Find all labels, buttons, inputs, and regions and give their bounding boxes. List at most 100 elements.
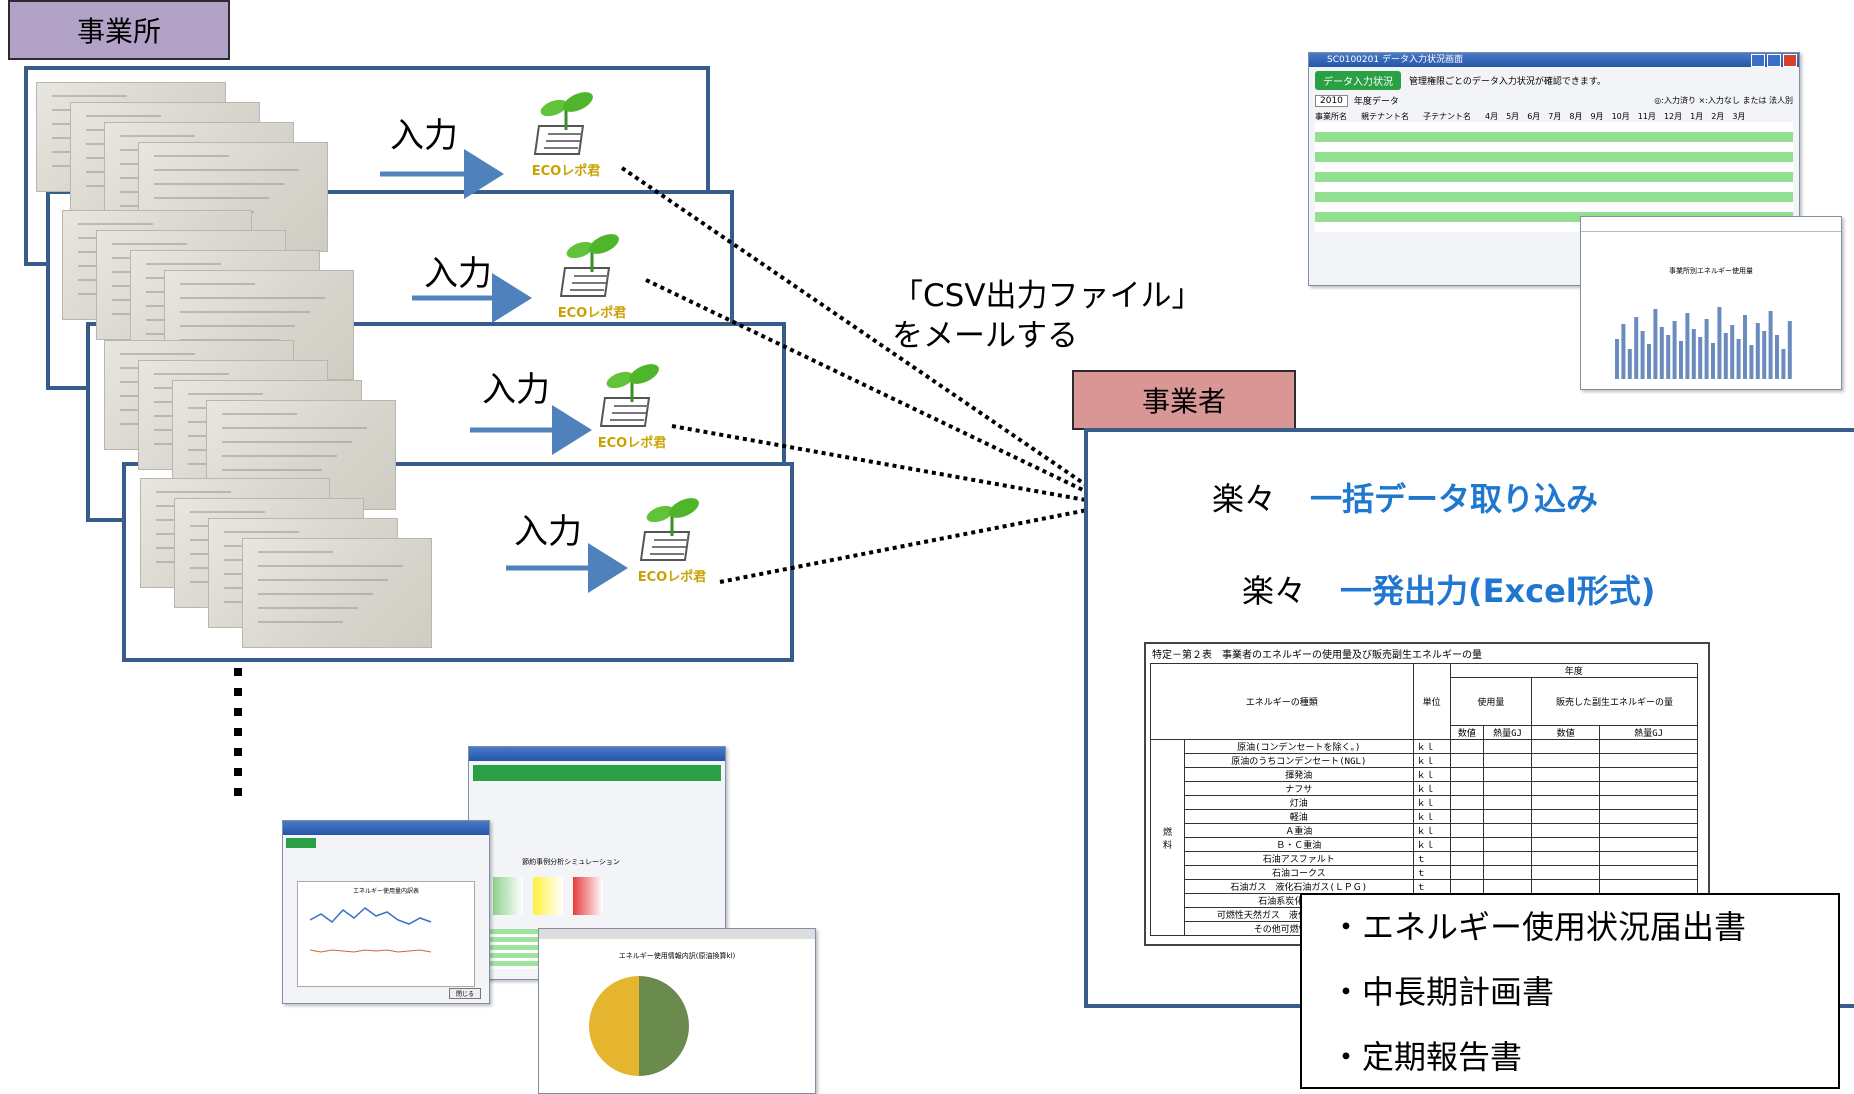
sim-bars (493, 877, 603, 915)
value-cell[interactable] (1449, 837, 1485, 852)
status-column-header: 1月 (1690, 112, 1704, 121)
window-controls (1751, 54, 1797, 67)
input-label: 入力 (390, 116, 458, 156)
status-row (1315, 172, 1793, 182)
status-column-header: 9月 (1590, 112, 1604, 121)
value-cell[interactable] (1599, 753, 1698, 768)
pie-chart-title: エネルギー使用情報内訳(原油換算kl) (618, 952, 736, 960)
value-cell[interactable] (1599, 767, 1698, 782)
value-cell[interactable] (1449, 739, 1485, 754)
value-cell[interactable] (1531, 781, 1601, 796)
bar-mark (1768, 311, 1773, 379)
report-item: ・定期報告書 (1330, 1038, 1523, 1076)
value-cell[interactable] (1483, 739, 1533, 754)
csv-mail-caption: 「CSV出力ファイル」 をメールする (892, 278, 1203, 354)
value-cell[interactable] (1531, 809, 1601, 824)
value-cell[interactable] (1449, 823, 1485, 838)
status-button[interactable]: データ入力状況 (1315, 71, 1401, 90)
status-window-title: SC0100201 データ入力状況画面 (1309, 53, 1799, 67)
value-cell[interactable] (1531, 865, 1601, 880)
line-chart-window-screenshot: エネルギー使用量内訳表 閉じる (282, 820, 490, 1004)
value-cell[interactable] (1599, 809, 1698, 824)
status-row (1315, 162, 1793, 172)
close-button[interactable]: 閉じる (448, 988, 481, 999)
value-cell[interactable] (1483, 809, 1533, 824)
bar-mark (1781, 349, 1786, 379)
value-cell[interactable] (1531, 879, 1601, 894)
status-row (1315, 222, 1793, 232)
value-cell[interactable] (1449, 767, 1485, 782)
sprout-document-icon (639, 498, 699, 561)
excel-row: 石油ガス 液化石油ガス(ＬＰＧ)ｔ (1151, 879, 1698, 894)
energy-type-cell: 石油ガス 液化石油ガス(ＬＰＧ) (1184, 879, 1414, 894)
bar-mark (1704, 319, 1709, 379)
energy-type-cell: 原油(コンデンセートを除く。) (1184, 739, 1414, 754)
value-cell[interactable] (1531, 739, 1601, 754)
year-select[interactable]: 2010 (1315, 94, 1348, 107)
value-cell[interactable] (1531, 753, 1601, 768)
input-label: 入力 (514, 512, 582, 552)
value-cell[interactable] (1449, 865, 1485, 880)
line-series (309, 949, 432, 953)
header-unit: 単位 (1412, 663, 1451, 740)
pie-slice (589, 976, 639, 1076)
status-column-header: 親テナント名 (1361, 112, 1409, 121)
eco-app-icon: ECOレポ君 (592, 362, 672, 454)
value-cell[interactable] (1449, 781, 1485, 796)
continuation-dot (234, 728, 242, 736)
value-cell[interactable] (1531, 767, 1601, 782)
pie-chart (589, 976, 689, 1076)
energy-type-cell: ナフサ (1184, 781, 1414, 796)
value-cell[interactable] (1483, 865, 1533, 880)
value-cell[interactable] (1483, 851, 1533, 866)
continuation-dot (234, 688, 242, 696)
value-cell[interactable] (1599, 865, 1698, 880)
value-cell[interactable] (1483, 753, 1533, 768)
value-cell[interactable] (1449, 809, 1485, 824)
header-heat: 熱量GJ (1599, 725, 1698, 740)
value-cell[interactable] (1483, 837, 1533, 852)
status-rows (1309, 122, 1799, 232)
value-cell[interactable] (1599, 795, 1698, 810)
excel-row: 燃 料原油(コンデンセートを除く。)ｋｌ (1149, 739, 1698, 936)
report-item: ・中長期計画書 (1330, 973, 1555, 1011)
value-cell[interactable] (1599, 851, 1698, 866)
value-cell[interactable] (1531, 837, 1601, 852)
fuel-group-label: 燃 料 (1149, 739, 1190, 936)
eco-app-icon: ECOレポ君 (552, 232, 632, 324)
bar-mark (1691, 329, 1696, 379)
value-cell[interactable] (1449, 795, 1485, 810)
bar-mark (1640, 331, 1645, 379)
bulk-import-text: 一括データ取り込み (1310, 480, 1599, 518)
bar-mark (1743, 315, 1747, 379)
meter-slip-photo (242, 538, 432, 648)
status-column-header: 事業所名 (1315, 112, 1347, 121)
close-icon (1783, 54, 1797, 67)
value-cell[interactable] (1531, 795, 1601, 810)
value-cell[interactable] (1599, 781, 1698, 796)
value-cell[interactable] (1599, 837, 1698, 852)
status-column-header: 4月 (1485, 112, 1499, 121)
value-cell[interactable] (1599, 879, 1698, 894)
status-row (1315, 192, 1793, 202)
value-cell[interactable] (1599, 739, 1698, 754)
value-cell[interactable] (1449, 851, 1485, 866)
bar-mark (1653, 309, 1658, 379)
easy-label: 楽々 (1212, 480, 1277, 518)
value-cell[interactable] (1483, 781, 1533, 796)
value-cell[interactable] (1483, 879, 1533, 894)
energy-type-cell: 軽油 (1184, 809, 1414, 824)
value-cell[interactable] (1531, 823, 1601, 838)
value-cell[interactable] (1599, 823, 1698, 838)
value-cell[interactable] (1449, 879, 1485, 894)
status-column-header: 7月 (1548, 112, 1562, 121)
value-cell[interactable] (1531, 851, 1601, 866)
value-cell[interactable] (1483, 767, 1533, 782)
value-cell[interactable] (1449, 753, 1485, 768)
status-column-header: 6月 (1527, 112, 1541, 121)
bar-mark (1723, 333, 1728, 379)
value-cell[interactable] (1483, 823, 1533, 838)
value-cell[interactable] (1483, 795, 1533, 810)
